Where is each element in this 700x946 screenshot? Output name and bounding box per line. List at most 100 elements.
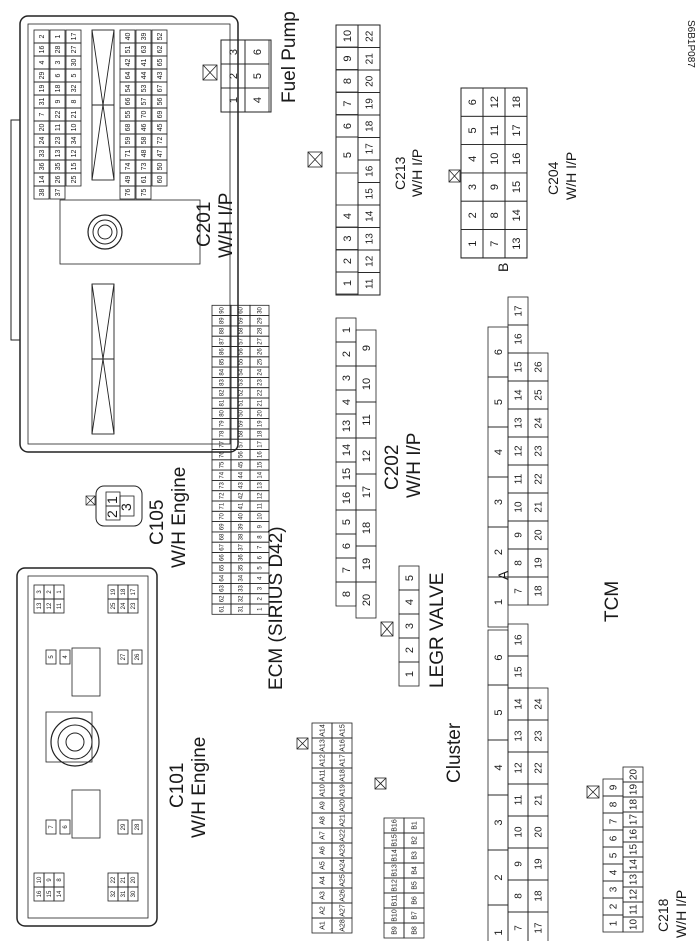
c202-pin-19: 19 [361,558,373,570]
ecm-grid-pin-2-8: 9 [258,524,264,528]
figure-code: S6B1P087 [685,20,696,68]
c218-pin-4: 4 [609,869,620,875]
fuel-pump-pin-1: 1 [228,97,240,103]
c204-pin-10: 10 [489,153,501,165]
c201-pin-28: 28 [55,46,62,54]
c204-pin-1: 1 [467,241,479,247]
ecm-grid-pin-2-27: 28 [258,327,264,334]
c201-pin-36: 36 [39,163,46,171]
c101-pin-30: 30 [131,890,137,897]
ecm-pin-A6: A6 [319,846,326,855]
ecm-grid-pin-0-8: 69 [220,523,226,530]
ecm-grid-pin-0-23: 84 [220,368,226,375]
c105-harness: W/H Engine [169,467,190,568]
c201-pin-8: 8 [71,99,78,103]
tcm-b-pin-23: 23 [534,445,545,457]
ecm-grid-pin-0-6: 67 [220,543,226,550]
c201-pin-39: 39 [141,33,148,41]
tcm-a-pin-16: 16 [514,634,525,646]
c201-pin-69: 69 [157,111,164,119]
c101-pin-11-cell [53,598,65,614]
ecm-pin-A20: A20 [339,799,346,812]
c101-harness: W/H Engine [189,737,210,838]
tcm-b-pin-22: 22 [534,473,545,485]
c213-pin-12: 12 [365,255,376,267]
ecm-grid-pin-1-27: 58 [239,327,245,334]
c101-pin-16: 16 [37,890,43,897]
fuel-pump-pin-4-cell [244,87,270,113]
fuel-pump-name: Fuel Pump [279,11,300,103]
ecm-grid-pin-0-20: 81 [220,399,226,406]
cluster-pin-B4: B4 [411,866,418,875]
ecm-pin-A18: A18 [339,769,346,782]
cluster-pin-B7: B7 [411,911,418,920]
c201-pin-63: 63 [141,46,148,54]
c213-harness: W/H I/P [409,149,425,197]
c201-pin-33: 33 [39,150,46,158]
c201-pin-73: 73 [141,163,148,171]
c204-pin-11: 11 [489,125,501,136]
ecm-grid-pin-1-5: 36 [239,554,245,561]
c101-pin-21: 21 [121,876,127,883]
tcm-a-group-1: 1 [493,929,505,935]
cluster-pin-B12: B12 [391,879,398,892]
ecm-pin-A27: A27 [339,904,346,917]
c201-pin-51: 51 [125,46,132,54]
tcm-b-group-5: 5 [493,399,505,405]
ecm-grid-pin-2-3: 4 [258,576,264,580]
c204-pin-13: 13 [511,238,523,250]
tcm-a-pin-11: 11 [514,794,525,805]
tcm-connector: 1234567891011121314151617181920212223241… [487,263,549,946]
cluster-pin-B2: B2 [411,836,418,845]
tcm-b-pin-11: 11 [514,473,525,484]
ecm-pin-A22: A22 [339,829,346,842]
c201-pin-74: 74 [125,163,132,171]
c213-pin-20: 20 [365,75,376,87]
c101-pin-25: 25 [111,602,117,609]
ecm-grid-pin-1-16: 57 [239,440,245,447]
c201-pin-1: 1 [55,34,62,38]
c101-pin-2: 2 [47,590,53,594]
ecm-grid-pin-2-2: 3 [258,586,264,590]
c101-pin-24: 24 [121,602,127,609]
ecm-grid-pin-2-0: 1 [258,607,264,611]
tcm-name: TCM [602,581,623,622]
tcm-b-pin-7: 7 [514,588,525,594]
tcm-a-pin-8: 8 [514,893,525,899]
ecm-grid-pin-0-12: 73 [220,482,226,489]
c201-pin-35: 35 [55,163,62,171]
c101-pin-14: 14 [57,890,63,897]
tcm-a-group-5: 5 [493,709,505,715]
c202-pin-13: 13 [341,420,353,432]
ecm-pin-A5: A5 [319,861,326,870]
c204-pin-2: 2 [467,212,479,218]
c201-pin-48: 48 [141,150,148,158]
c218-harness: W/H I/P [673,890,689,938]
ecm-pin-A12: A12 [319,754,326,767]
tcm-b-group-3: 3 [493,499,505,505]
ecm-pin-A4: A4 [319,876,326,885]
c204-pin-4: 4 [467,156,479,162]
cluster-pin-B6: B6 [411,896,418,905]
c201-pin-3: 3 [55,60,62,64]
c201-pin-44: 44 [141,72,148,80]
c105-pin-1: 1 [104,496,120,504]
tcm-b-pin-24: 24 [534,417,545,429]
c202-pin-1: 1 [341,327,353,333]
ecm-grid-pin-0-29: 90 [220,306,226,313]
c201-pin-53: 53 [141,85,148,93]
ecm-grid-pin-0-17: 78 [220,430,226,437]
c101-pin-14-cell [53,886,65,902]
ecm-pin-A21: A21 [339,814,346,827]
c201-pin-23: 23 [55,137,62,145]
c218-pin-6: 6 [609,835,620,841]
ecm-grid-pin-1-12: 43 [239,482,245,489]
c213-pin-14: 14 [365,210,376,222]
ecm-grid-pin-1-1: 32 [239,595,245,602]
ecm-grid-pin-1-20: 51 [239,399,245,406]
c201-pin-20: 20 [39,124,46,132]
tcm-a-pin-14: 14 [514,698,525,710]
